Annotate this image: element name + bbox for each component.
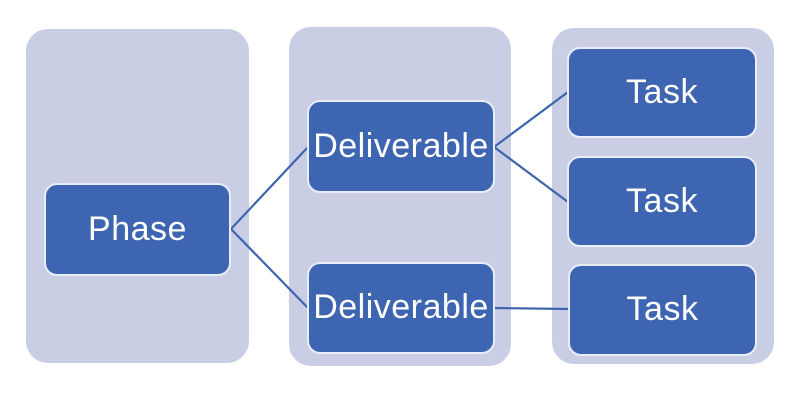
- node-task-1-label: Task: [626, 72, 698, 111]
- node-task-3: Task: [568, 264, 757, 356]
- node-deliverable-2-label: Deliverable: [313, 288, 489, 326]
- node-deliverable-1: Deliverable: [307, 100, 495, 193]
- node-phase-label: Phase: [88, 209, 187, 248]
- node-task-2: Task: [567, 156, 757, 247]
- node-deliverable-1-label: Deliverable: [313, 126, 489, 165]
- node-deliverable-2: Deliverable: [307, 262, 495, 354]
- node-phase: Phase: [44, 183, 231, 276]
- node-task-2-label: Task: [626, 181, 698, 220]
- node-task-3-label: Task: [626, 290, 699, 328]
- node-task-1: Task: [567, 47, 757, 138]
